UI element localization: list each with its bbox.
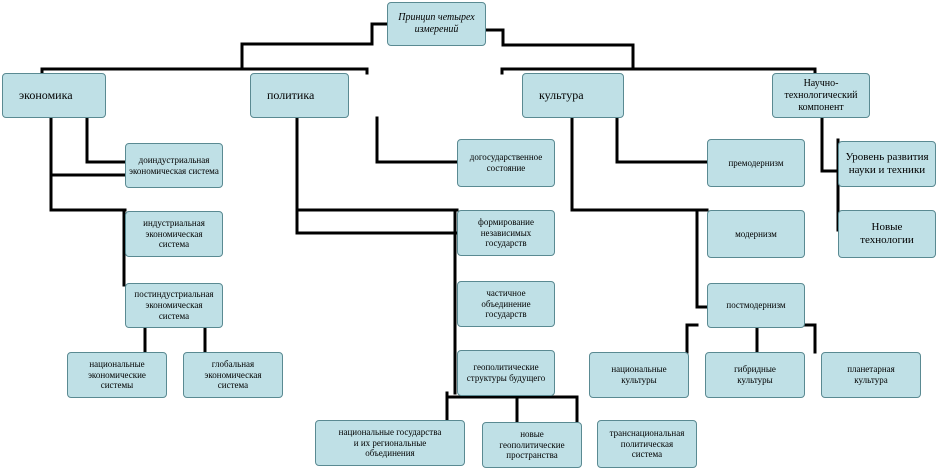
politics-node: политика — [250, 73, 349, 118]
tech-new-technologies-node: Новые технологии — [838, 210, 936, 258]
culture-postmodernism-node: постмодернизм — [707, 283, 805, 328]
culture-premodernism-node: премодернизм — [707, 139, 805, 187]
economy-national-systems-node: национальные экономические системы — [67, 352, 167, 398]
tech-level-node: Уровень развития науки и техники — [838, 141, 936, 187]
politics-new-spaces-node: новые геополитические пространства — [482, 422, 582, 468]
economy-industrial-node: индустриальная экономическая система — [125, 211, 223, 257]
root-node: Принцип четырех измерений — [387, 2, 486, 46]
culture-hybrid-node: гибридные культуры — [705, 352, 805, 398]
economy-node: экономика — [2, 73, 106, 118]
politics-prestate-node: догосударственное состояние — [457, 139, 555, 187]
culture-modernism-node: модернизм — [707, 210, 805, 258]
politics-independent-states-node: формирование независимых государств — [457, 210, 555, 256]
economy-preindustrial-node: доиндустриальная экономическая система — [125, 143, 223, 188]
politics-national-states-node: национальные государства и их региональн… — [315, 420, 465, 466]
politics-geopolitical-future-node: геополитические структуры будущего — [457, 350, 555, 396]
culture-national-node: национальные культуры — [589, 352, 689, 398]
culture-node: культура — [522, 73, 624, 118]
politics-transnational-system-node: транснациональная политическая система — [597, 420, 697, 468]
economy-global-system-node: глобальная экономическая система — [183, 352, 283, 398]
science-technology-node: Научно- технологический компонент — [772, 73, 870, 118]
culture-planetary-node: планетарная культура — [821, 352, 921, 398]
economy-postindustrial-node: постиндустриальная экономическая система — [125, 283, 223, 328]
politics-partial-union-node: частичное объединение государств — [457, 281, 555, 327]
